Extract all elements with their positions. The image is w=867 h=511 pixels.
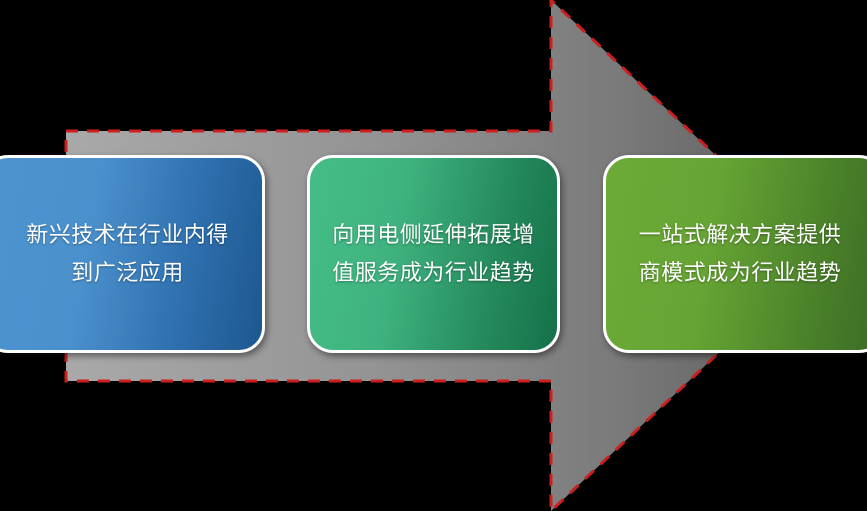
process-step-3[interactable]: 一站式解决方案提供 商模式成为行业趋势 xyxy=(603,155,867,353)
process-step-2[interactable]: 向用电侧延伸拓展增 值服务成为行业趋势 xyxy=(307,155,560,353)
process-step-1[interactable]: 新兴技术在行业内得 到广泛应用 xyxy=(0,155,265,353)
process-step-1-label: 新兴技术在行业内得 到广泛应用 xyxy=(26,222,229,285)
process-step-2-label: 向用电侧延伸拓展增 值服务成为行业趋势 xyxy=(332,222,535,285)
process-step-3-label: 一站式解决方案提供 商模式成为行业趋势 xyxy=(638,222,842,285)
